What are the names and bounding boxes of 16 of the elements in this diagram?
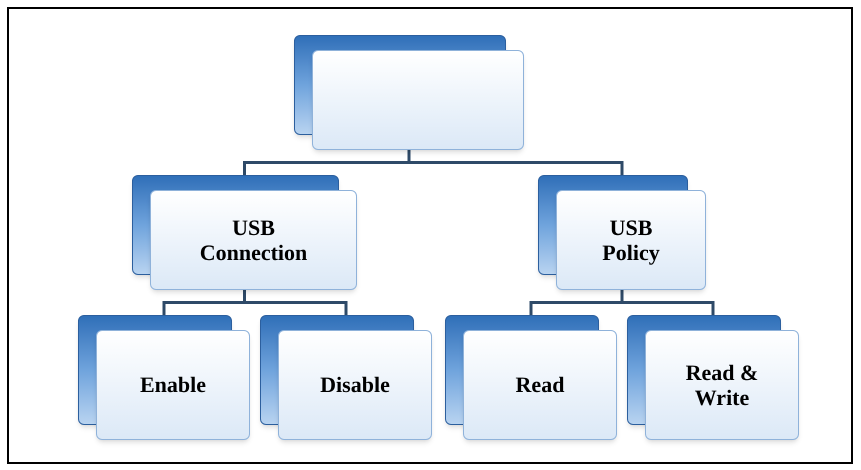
box-label: Disable	[320, 372, 390, 398]
stacked-box	[538, 175, 706, 290]
stacked-box	[132, 175, 357, 290]
stacked-box	[260, 315, 432, 440]
box-label: USB Connection	[198, 214, 308, 266]
connector-line	[620, 290, 714, 315]
stacked-box	[294, 35, 524, 150]
box-label: Read & Write	[684, 360, 760, 410]
box-label: Enable	[140, 372, 206, 398]
connector-line	[243, 290, 348, 315]
stacked-box	[78, 315, 250, 440]
stacked-box	[445, 315, 617, 440]
box-label: USB Policy	[601, 214, 661, 266]
connector-line	[408, 150, 624, 175]
stacked-box	[627, 315, 799, 440]
box-label: Read	[516, 372, 564, 398]
